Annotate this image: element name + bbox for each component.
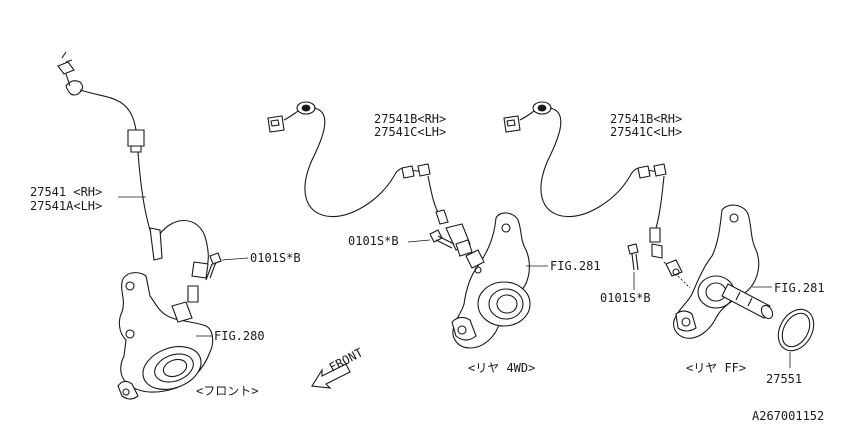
rearff-knuckle xyxy=(665,204,774,339)
front-bolt xyxy=(205,252,249,281)
rearff-seal-ring xyxy=(777,308,815,368)
front-fig-label: FIG.280 xyxy=(214,329,265,343)
rearff-part-label-rh: 27541B<RH> xyxy=(610,112,682,126)
rearff-ring-label: 27551 xyxy=(766,372,802,386)
rear4wd-knuckle xyxy=(451,212,531,349)
rearff-part-label-lh: 27541C<LH> xyxy=(610,125,682,139)
front-knuckle xyxy=(117,272,214,400)
front-caption: <フロント> xyxy=(196,384,258,398)
rear4wd-bolt-label: 0101S*B xyxy=(348,234,399,248)
front-sensor-harness xyxy=(57,51,209,303)
rearff-fig-label: FIG.281 xyxy=(774,281,825,295)
rear4wd-part-label-lh: 27541C<LH> xyxy=(374,125,446,139)
rearff-caption: <リヤ FF> xyxy=(686,361,746,375)
rearff-bolt-label: 0101S*B xyxy=(600,291,651,305)
rear4wd-part-label-rh: 27541B<RH> xyxy=(374,112,446,126)
front-bolt-label: 0101S*B xyxy=(250,251,301,265)
rear4wd-sensor-harness xyxy=(267,101,483,269)
diagram-id: A267001152 xyxy=(752,409,824,423)
rear4wd-bolt xyxy=(407,229,455,249)
front-direction-arrow: FRONT xyxy=(311,345,365,389)
front-part-label-lh: 27541A<LH> xyxy=(30,199,102,213)
rear4wd-fig-label: FIG.281 xyxy=(550,259,601,273)
front-part-label-rh: 27541 <RH> xyxy=(30,185,102,199)
rearff-sensor-harness xyxy=(503,101,691,289)
rear4wd-caption: <リヤ 4WD> xyxy=(468,361,535,375)
rearff-bolt xyxy=(627,243,639,290)
